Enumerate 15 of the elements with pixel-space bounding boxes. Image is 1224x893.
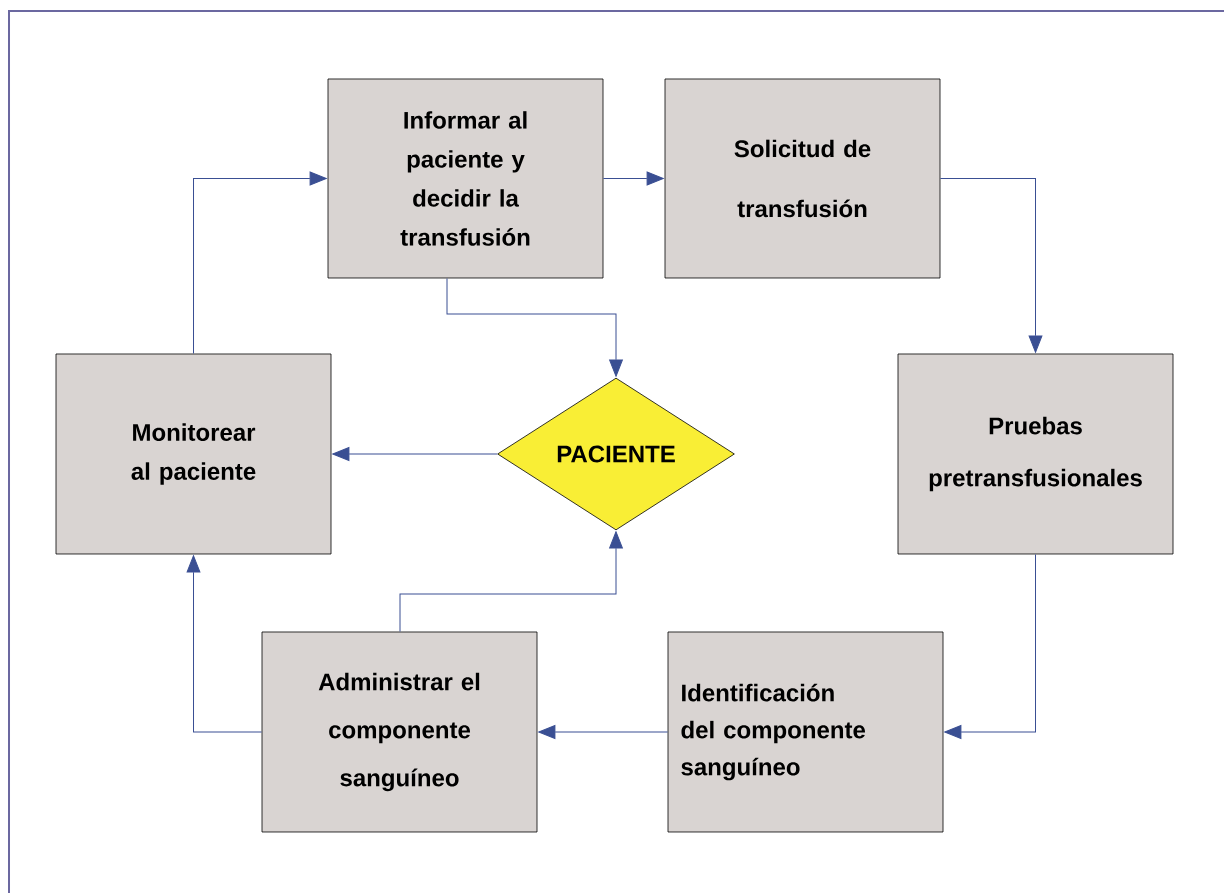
arrow — [602, 171, 664, 186]
arrow — [538, 725, 669, 739]
process-box: Pruebas pretransfusionales — [897, 353, 1174, 555]
process-box: Solicitud de transfusión — [664, 78, 941, 279]
process-box: Monitorear al paciente — [55, 353, 332, 555]
arrow — [399, 531, 623, 633]
process-box: Informar al paciente y decidir la transfusión — [327, 78, 604, 279]
process-box: Administrar el componente sanguíneo — [261, 631, 538, 833]
arrow — [193, 171, 327, 355]
arrow — [332, 447, 498, 461]
arrow — [186, 555, 263, 733]
arrow — [944, 553, 1036, 739]
process-box: Identificación del componente sanguíneo — [667, 631, 944, 833]
arrow — [939, 178, 1043, 353]
arrow — [446, 277, 623, 377]
